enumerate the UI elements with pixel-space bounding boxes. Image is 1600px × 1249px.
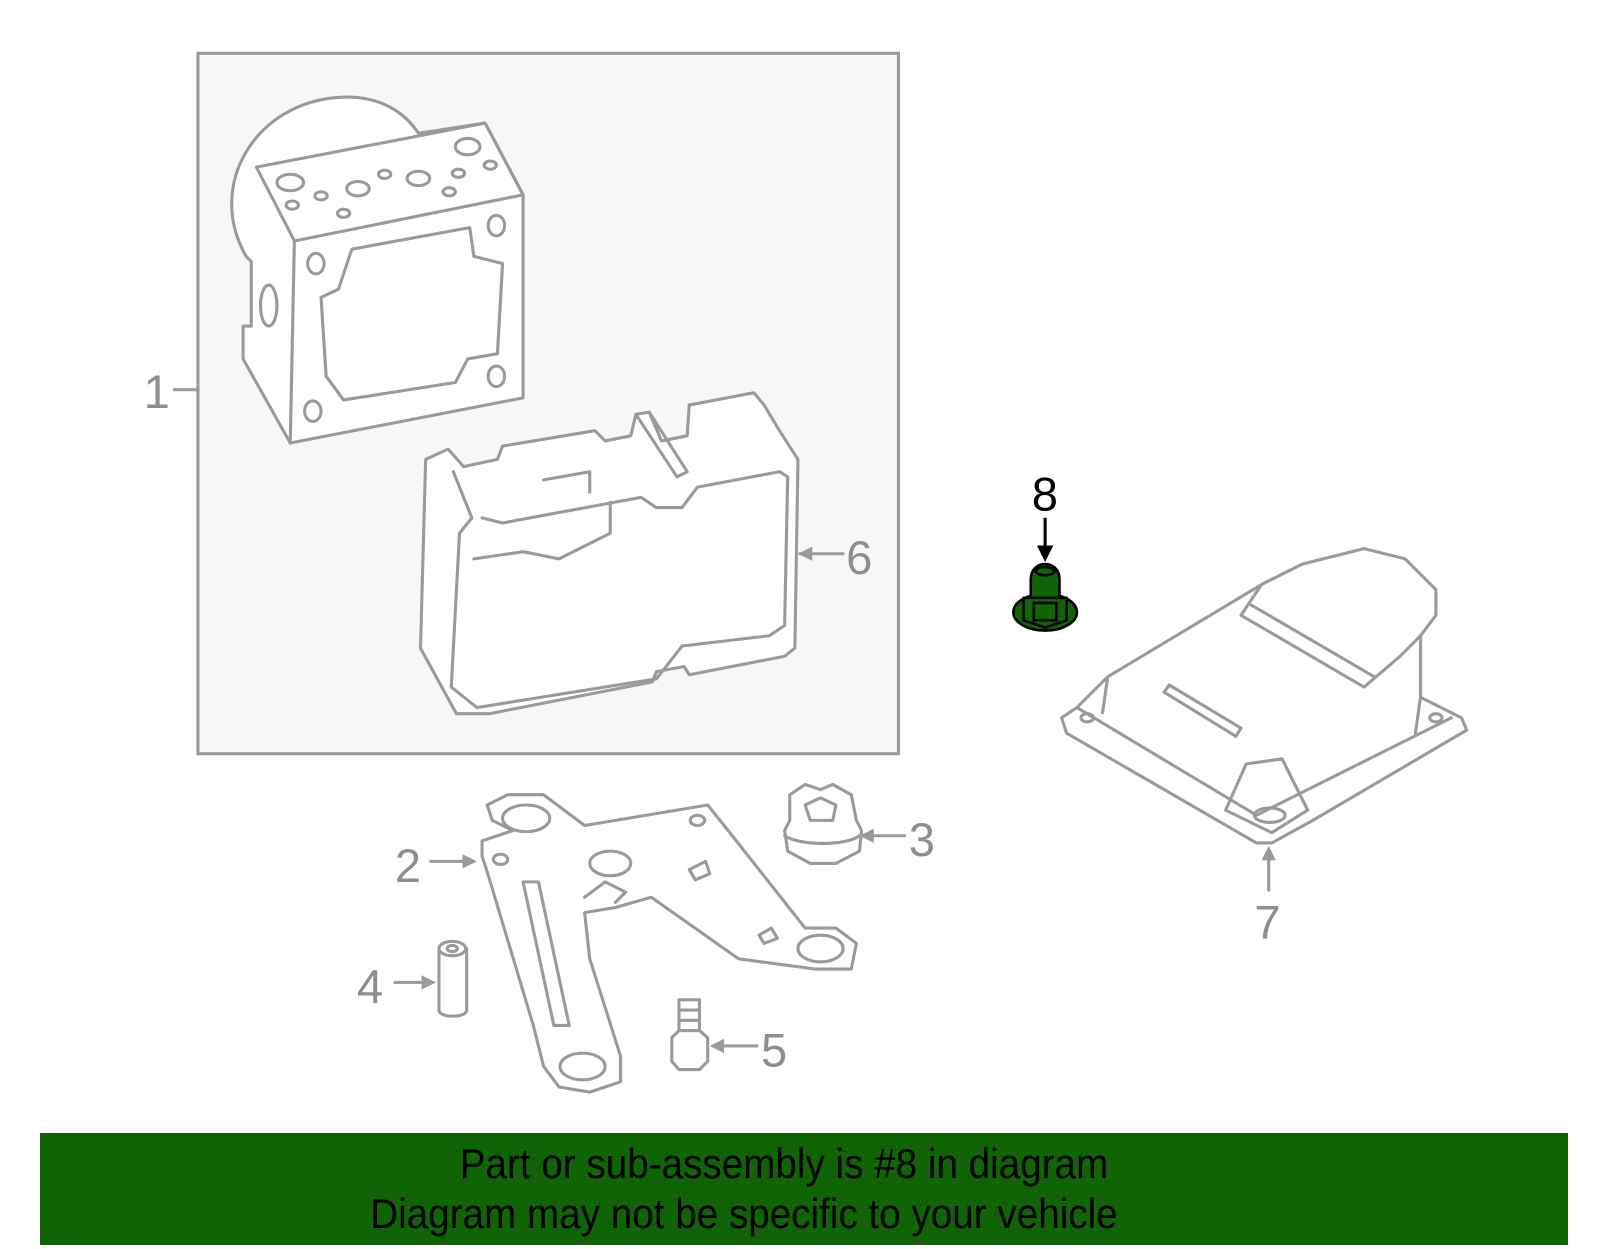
banner-line-disclaimer: Diagram may not be specific to your vehi… — [370, 1190, 1118, 1237]
part-4-spacer[interactable] — [437, 939, 469, 1018]
part-8-nut-highlighted[interactable] — [1012, 562, 1079, 632]
callout-3[interactable]: 3 — [909, 813, 935, 866]
banner-line-part: Part or sub-assembly is #8 in diagram — [459, 1140, 1109, 1187]
callout-7[interactable]: 7 — [1254, 895, 1280, 948]
part-1-abs-modulator[interactable] — [230, 95, 525, 445]
part-2-bracket[interactable] — [480, 793, 858, 1094]
part-7-cover[interactable] — [1060, 547, 1469, 845]
part-5-bolt[interactable] — [670, 998, 710, 1072]
callout-4[interactable]: 4 — [357, 960, 383, 1013]
callout-2[interactable]: 2 — [395, 839, 421, 892]
callout-5[interactable]: 5 — [761, 1023, 787, 1076]
callout-8[interactable]: 8 — [1032, 468, 1058, 521]
callout-6[interactable]: 6 — [846, 531, 872, 584]
part-info-banner: Part or sub-assembly is #8 in diagram Di… — [40, 1133, 1568, 1245]
part-3-nut[interactable] — [783, 782, 864, 865]
part-6-control-module[interactable] — [418, 391, 800, 716]
callout-1[interactable]: 1 — [144, 365, 170, 418]
